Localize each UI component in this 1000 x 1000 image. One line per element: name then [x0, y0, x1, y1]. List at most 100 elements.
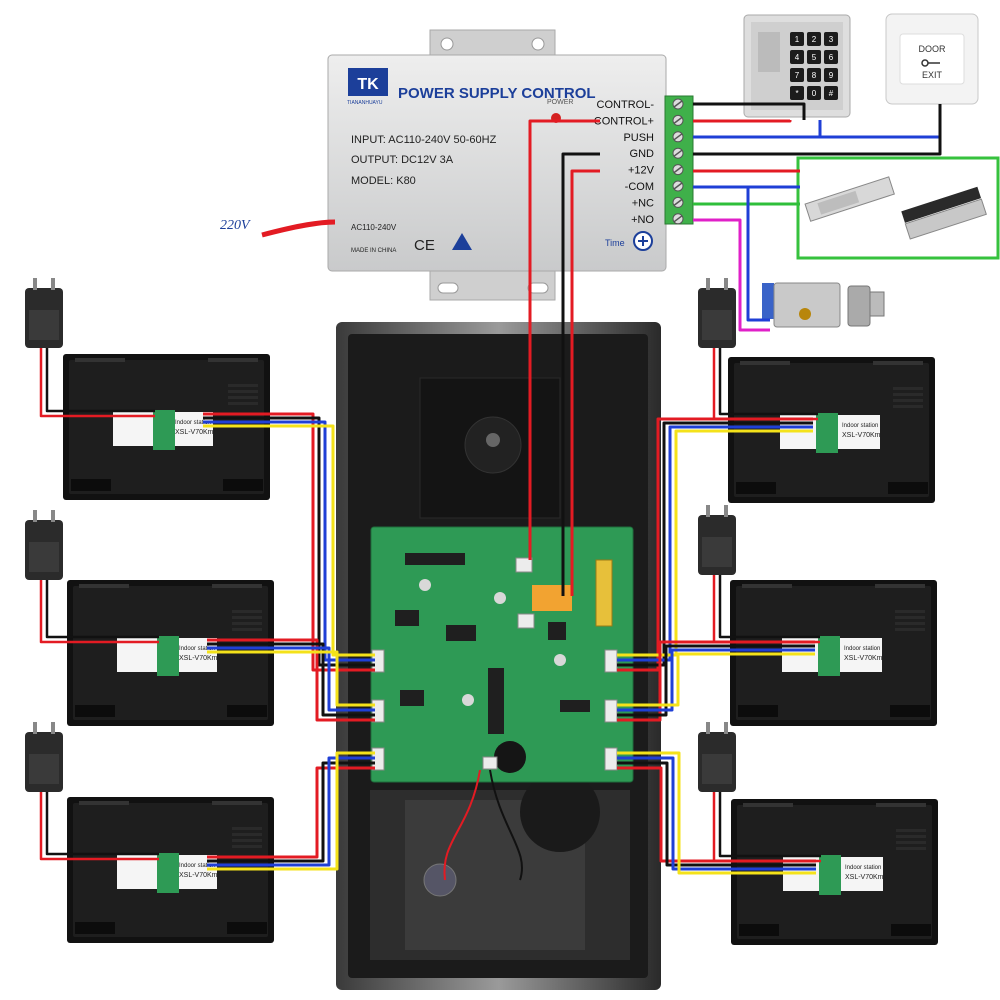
door-exit-button: DOOR EXIT	[885, 13, 979, 105]
monitor-label-line2: XSL-V70Km	[175, 429, 214, 436]
wire	[443, 769, 481, 881]
keypad-key: 2	[807, 32, 821, 46]
keypad-key: 1	[790, 32, 804, 46]
wire	[617, 648, 815, 712]
wire	[203, 420, 375, 662]
terminal-5: +12V	[628, 164, 684, 177]
electric-rim-lock	[762, 282, 885, 328]
pcb-buzzer	[494, 741, 526, 773]
svg-text:4: 4	[795, 53, 800, 62]
key-icon	[921, 59, 940, 67]
keypad-key: 0	[807, 86, 821, 100]
wire	[693, 104, 942, 156]
wire	[207, 638, 375, 722]
warning-triangle-icon	[452, 233, 472, 250]
wire	[617, 751, 816, 875]
monitor-label-line2: XSL-V70Km	[179, 655, 218, 662]
terminal-1: CONTROL-	[597, 98, 684, 111]
exit-button-line1: DOOR	[919, 44, 947, 54]
power-adapter	[698, 722, 736, 792]
svg-text:6: 6	[829, 53, 834, 62]
psu-title: POWER SUPPLY CONTROL	[398, 85, 596, 102]
wire	[617, 421, 813, 667]
power-adapter	[25, 510, 63, 580]
power-led-label: POWER	[547, 99, 573, 106]
time-knob-icon	[633, 231, 653, 251]
svg-text:7: 7	[795, 71, 800, 80]
terminal-label: -COM	[625, 181, 654, 193]
wire	[207, 751, 375, 871]
power-adapter	[25, 278, 63, 348]
wire	[617, 429, 813, 657]
wire	[561, 152, 600, 596]
monitor-label-line1: Indoor station	[179, 646, 215, 652]
keypad-key: 6	[824, 50, 838, 64]
terminal-label: GND	[630, 148, 655, 160]
power-adapter	[698, 278, 736, 348]
wire	[203, 416, 375, 667]
wire	[718, 792, 821, 858]
terminal-label: CONTROL+	[594, 115, 654, 127]
monitor-label-line1: Indoor station	[844, 646, 880, 652]
wire	[45, 580, 159, 639]
exit-button-line2: EXIT	[922, 70, 943, 80]
keypad-key: 3	[824, 32, 838, 46]
wire	[617, 652, 815, 707]
power-adapter	[698, 505, 736, 575]
terminal-label: +12V	[628, 165, 655, 177]
monitor-label-line2: XSL-V70Km	[845, 874, 884, 881]
monitor-label-line1: Indoor station	[175, 420, 211, 426]
keypad-key: #	[824, 86, 838, 100]
mains-cable	[261, 219, 336, 238]
svg-text:*: *	[795, 89, 798, 98]
bolt-lock	[804, 176, 895, 222]
wire	[617, 644, 815, 717]
wire	[693, 185, 770, 322]
terminal-6: -COM	[625, 180, 684, 193]
brand-name: TIANANHUAYU	[347, 100, 383, 106]
wire	[39, 792, 159, 861]
wire	[528, 119, 600, 560]
psu-ac-rating: AC110-240V	[351, 223, 397, 232]
wire	[39, 348, 155, 418]
keypad-key: 7	[790, 68, 804, 82]
monitor-label-line1: Indoor station	[179, 863, 215, 869]
wire	[617, 425, 813, 662]
keypad-key: 5	[807, 50, 821, 64]
wire	[718, 348, 818, 416]
wire	[693, 119, 792, 123]
magnetic-lock	[901, 186, 987, 240]
keypad-key: 8	[807, 68, 821, 82]
wire	[712, 575, 820, 644]
wire	[207, 761, 375, 863]
terminal-8: +NO	[631, 213, 684, 226]
wire	[693, 102, 806, 120]
wire	[489, 769, 523, 881]
mains-voltage-label: 220V	[220, 218, 251, 233]
svg-text:9: 9	[829, 71, 834, 80]
terminal-label: +NO	[631, 214, 654, 226]
wire	[207, 650, 375, 707]
terminal-label: CONTROL-	[597, 99, 655, 111]
monitor-label-line2: XSL-V70Km	[842, 432, 881, 439]
wire	[207, 642, 375, 717]
wire	[712, 792, 821, 863]
wire	[207, 756, 375, 867]
wire	[207, 766, 375, 859]
power-adapter	[25, 722, 63, 792]
svg-text:2: 2	[812, 35, 817, 44]
time-label: Time	[605, 238, 625, 248]
svg-text:8: 8	[812, 71, 817, 80]
psu-model: MODEL: K80	[351, 175, 416, 187]
wires	[39, 102, 942, 881]
psu-output-spec: OUTPUT: DC12V 3A	[351, 154, 454, 166]
ce-mark: CE	[414, 237, 435, 254]
monitor-label-line1: Indoor station	[842, 423, 878, 429]
